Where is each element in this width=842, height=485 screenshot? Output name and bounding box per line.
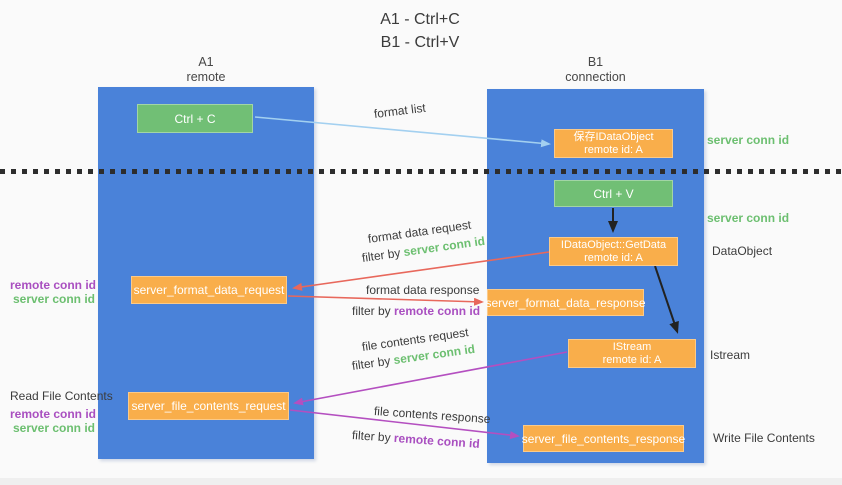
lane-a1-header: A1 remote	[98, 55, 314, 85]
dataobject-label: DataObject	[712, 244, 773, 258]
remote-conn-id-label: remote conn id	[10, 407, 97, 421]
format-data-response-arrow	[287, 295, 484, 306]
istream-side-label: Istream	[710, 348, 751, 362]
server-format-data-request-label: server_format_data_request	[133, 283, 285, 297]
lane-b1-subtitle: connection	[565, 70, 626, 84]
remote-conn-id-text: remote conn id	[394, 304, 481, 318]
lane-b1-header: B1 connection	[487, 55, 704, 85]
save-idataobject-line1: 保存IDataObject	[573, 130, 654, 143]
istream-line1: IStream	[612, 340, 652, 353]
server-conn-id-label: server conn id	[12, 292, 95, 306]
left-mid-conn-ids: remote conn id server conn id	[10, 278, 97, 306]
server-file-contents-request-box: server_file_contents_request	[128, 392, 289, 420]
bottom-edge	[0, 478, 842, 485]
title-line-2: B1 - Ctrl+V	[380, 34, 460, 51]
istream-line2: remote id: A	[602, 353, 662, 366]
ctrl-c-box: Ctrl + C	[137, 104, 253, 133]
filter-by-text: filter by	[352, 304, 395, 318]
filter-by-remote-conn-id-label-1: filter by remote conn id	[352, 304, 480, 318]
left-bottom-conn-ids: remote conn id server conn id	[10, 407, 97, 435]
title-line-1: A1 - Ctrl+C	[380, 11, 460, 28]
server-file-contents-request-label: server_file_contents_request	[131, 399, 286, 413]
remote-conn-id-label: remote conn id	[10, 278, 97, 292]
diagram-title: A1 - Ctrl+C B1 - Ctrl+V	[320, 8, 520, 54]
server-conn-id-label: server conn id	[12, 421, 95, 435]
lane-b1-name: B1	[587, 55, 604, 69]
server-format-data-response-label: server_format_data_response	[485, 295, 646, 310]
file-contents-request-arrow	[293, 351, 568, 406]
server-file-contents-response-label: server_file_contents_response	[521, 431, 686, 446]
ctrl-v-box: Ctrl + V	[554, 180, 673, 207]
save-idataobject-box: 保存IDataObject remote id: A	[554, 129, 673, 158]
server-file-contents-response-box: server_file_contents_response	[521, 425, 686, 452]
ctrl-c-label: Ctrl + C	[174, 111, 216, 126]
getdata-to-istream-arrow	[654, 265, 679, 334]
write-file-contents-label: Write File Contents	[713, 431, 815, 445]
ctrl-v-label: Ctrl + V	[593, 186, 634, 201]
server-conn-id-label-top: server conn id	[707, 133, 790, 147]
file-contents-response-arrow	[289, 409, 520, 440]
read-file-contents-label: Read File Contents	[10, 389, 113, 403]
format-data-response-label: format data response	[366, 283, 480, 297]
istream-box: IStream remote id: A	[568, 339, 696, 368]
getdata-line2: remote id: A	[584, 251, 643, 264]
save-idataobject-line2: remote id: A	[584, 143, 643, 156]
format-list-arrow	[254, 116, 551, 148]
getdata-line1: IDataObject::GetData	[560, 238, 667, 251]
server-format-data-request-box: server_format_data_request	[131, 276, 287, 304]
filter-by-text: filter by	[351, 428, 395, 445]
server-format-data-response-box: server_format_data_response	[485, 289, 646, 316]
format-data-request-arrow	[292, 251, 550, 291]
server-conn-id-label-ctrlv: server conn id	[707, 211, 790, 225]
idataobject-getdata-box: IDataObject::GetData remote id: A	[549, 237, 678, 266]
lane-a1-name: A1	[198, 55, 214, 69]
lane-a1-subtitle: remote	[186, 70, 226, 84]
dotted-divider-line	[0, 169, 842, 174]
